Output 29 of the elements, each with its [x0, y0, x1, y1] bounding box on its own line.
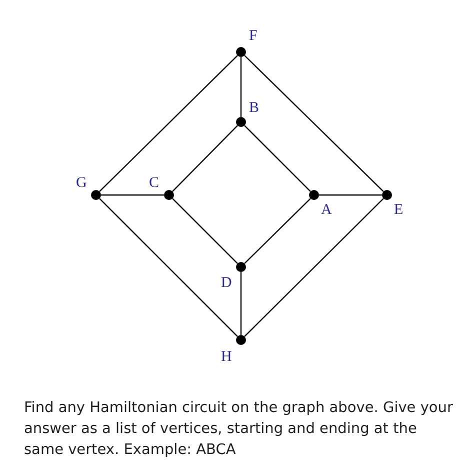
vertex-label: F — [249, 28, 258, 44]
graph-edge — [244, 198, 384, 337]
graph-edge — [172, 125, 238, 192]
graph-edge — [99, 198, 238, 337]
vertex-dot — [236, 117, 246, 127]
vertex-label: H — [221, 349, 232, 365]
graph-edge — [244, 55, 384, 192]
vertex-dot — [236, 47, 246, 57]
vertex-dot — [382, 190, 392, 200]
vertex-label: C — [149, 175, 160, 191]
graph-edge — [244, 125, 311, 192]
vertex-label: G — [76, 175, 87, 191]
vertex-dot — [236, 262, 246, 272]
vertex-dot — [236, 335, 246, 345]
graph-edge — [240, 57, 242, 117]
graph-edge — [172, 198, 238, 264]
graph-edge — [244, 198, 311, 264]
vertex-label: D — [221, 275, 232, 291]
vertex-label: E — [394, 202, 404, 218]
graph-edge — [101, 194, 164, 196]
graph-edge — [319, 194, 382, 196]
vertex-label: A — [321, 202, 332, 218]
graph-edge — [240, 272, 242, 335]
vertex-dot — [91, 190, 101, 200]
vertex-dot — [164, 190, 174, 200]
graph-edge — [99, 55, 238, 192]
vertex-label: B — [249, 100, 260, 116]
vertex-dot — [309, 190, 319, 200]
question-text: Find any Hamiltonian circuit on the graph above. Give your answer as a list of vertices, starting and ending at the same vertex. Example: ABCA — [24, 399, 454, 460]
